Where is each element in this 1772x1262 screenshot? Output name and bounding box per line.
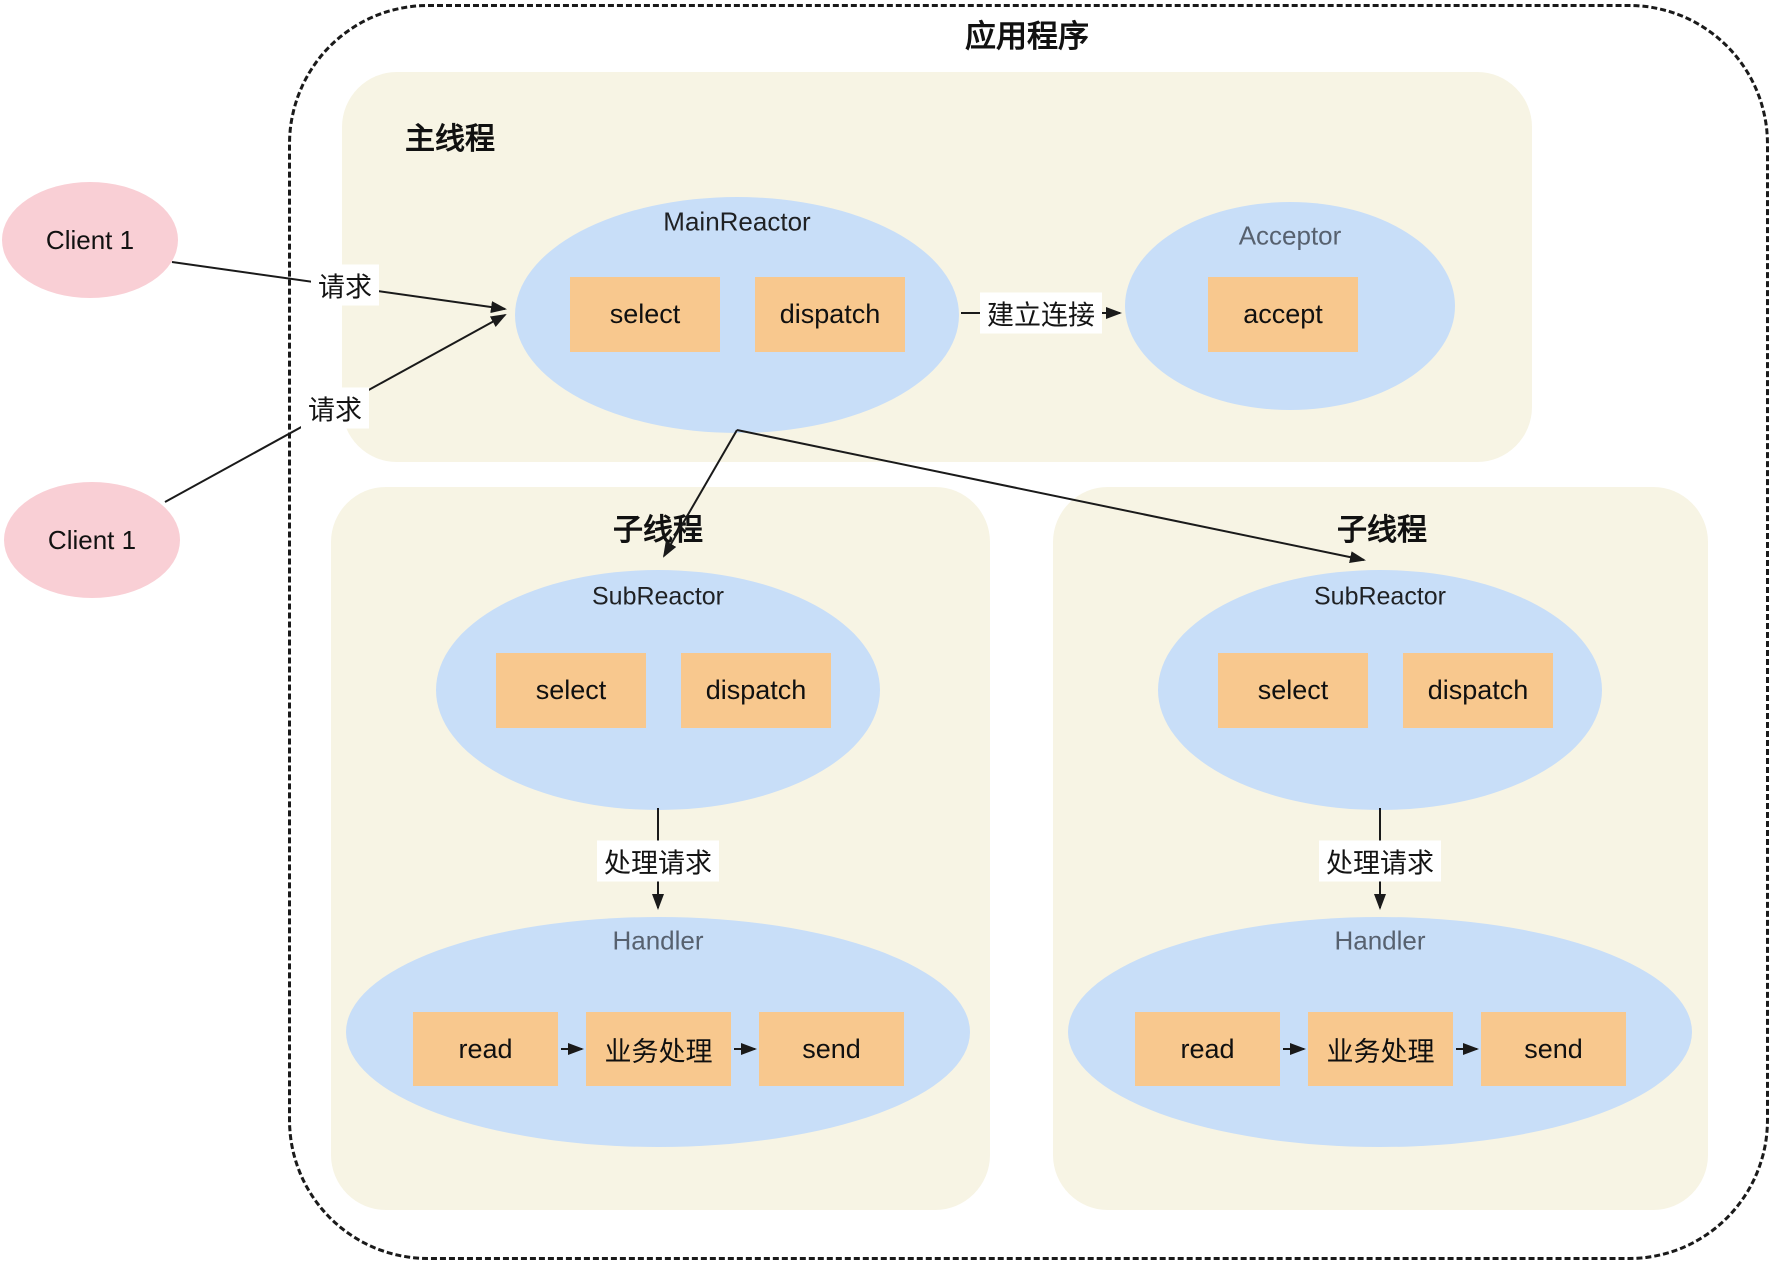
main-reactor-title: MainReactor xyxy=(663,206,811,237)
sub-reactor-title-right: SubReactor xyxy=(1313,582,1447,611)
main-dispatch-label: dispatch xyxy=(779,299,881,329)
application-title-label: 应用程序 xyxy=(965,19,1089,54)
sub-left-dispatch-label: dispatch xyxy=(705,675,807,705)
handler-left-send-label: send xyxy=(802,1033,861,1064)
sub-left-dispatch-box: dispatch xyxy=(681,653,831,728)
sub-right-select-label: select xyxy=(1257,675,1329,705)
request-top-label: 请求 xyxy=(311,264,379,306)
accept-label: accept xyxy=(1243,299,1323,329)
main-thread-label: 主线程 xyxy=(405,123,495,156)
main-select-label: select xyxy=(609,299,681,329)
client-node-1: Client 1 xyxy=(2,182,178,298)
sub-left-select-label: select xyxy=(535,675,607,705)
acceptor-title: Acceptor xyxy=(1238,220,1342,251)
main-select-box: select xyxy=(570,277,720,352)
client-node-2: Client 1 xyxy=(4,482,180,598)
handler-left-read-box: read xyxy=(413,1012,558,1086)
handler-right-read-box: read xyxy=(1135,1012,1280,1086)
handler-left-read-label: read xyxy=(458,1033,513,1064)
client-2-label: Client 1 xyxy=(47,524,137,555)
sub-thread-label-right: 子线程 xyxy=(1337,514,1427,547)
handle-request-label-right: 处理请求 xyxy=(1319,840,1441,882)
sub-thread-label-left: 子线程 xyxy=(613,514,703,547)
handler-title-right: Handler xyxy=(1334,925,1426,956)
sub-right-select-box: select xyxy=(1218,653,1368,728)
handle-request-label-left: 处理请求 xyxy=(597,840,719,882)
sub-reactor-title-left: SubReactor xyxy=(591,582,725,611)
main-dispatch-box: dispatch xyxy=(755,277,905,352)
handler-left-business-label: 业务处理 xyxy=(604,1036,713,1067)
handler-right-business-label: 业务处理 xyxy=(1326,1036,1435,1067)
request-bottom-label: 请求 xyxy=(301,387,369,429)
handler-left-business-box: 业务处理 xyxy=(586,1012,731,1086)
application-boundary xyxy=(288,4,1769,1260)
accept-box: accept xyxy=(1208,277,1358,352)
handler-right-send-box: send xyxy=(1481,1012,1626,1086)
handler-left-send-box: send xyxy=(759,1012,904,1086)
diagram-title: 应用程序 xyxy=(289,11,1765,56)
sub-left-select-box: select xyxy=(496,653,646,728)
handler-right-business-box: 业务处理 xyxy=(1308,1012,1453,1086)
establish-connection-label: 建立连接 xyxy=(980,292,1102,334)
handler-right-send-label: send xyxy=(1524,1033,1583,1064)
sub-right-dispatch-box: dispatch xyxy=(1403,653,1553,728)
handler-title-left: Handler xyxy=(612,925,704,956)
client-1-label: Client 1 xyxy=(45,224,135,255)
handler-right-read-label: read xyxy=(1180,1033,1235,1064)
sub-right-dispatch-label: dispatch xyxy=(1427,675,1529,705)
